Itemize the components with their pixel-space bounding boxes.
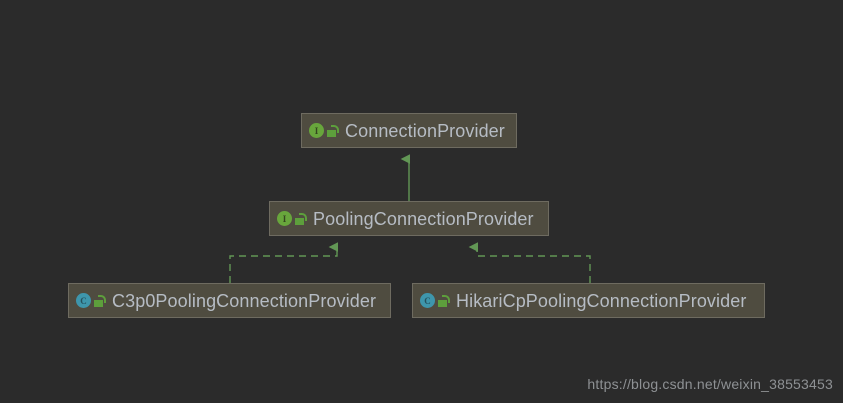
interface-icon: I <box>309 123 324 138</box>
uml-node-hikaricp-pooling-connection-provider[interactable]: C HikariCpPoolingConnectionProvider <box>412 283 765 318</box>
uml-node-pooling-connection-provider[interactable]: I PoolingConnectionProvider <box>269 201 549 236</box>
public-lock-icon <box>438 294 450 307</box>
edge-hikaricp-implements-pooling <box>468 242 591 283</box>
public-lock-icon <box>295 212 307 225</box>
uml-node-label: C3p0PoolingConnectionProvider <box>112 290 377 311</box>
public-lock-icon <box>327 124 339 137</box>
interface-icon: I <box>277 211 292 226</box>
uml-node-label: PoolingConnectionProvider <box>313 208 534 229</box>
watermark-text: https://blog.csdn.net/weixin_38553453 <box>587 376 833 392</box>
class-icon: C <box>76 293 91 308</box>
uml-node-label: HikariCpPoolingConnectionProvider <box>456 290 747 311</box>
uml-node-c3p0-pooling-connection-provider[interactable]: C C3p0PoolingConnectionProvider <box>68 283 391 318</box>
public-lock-icon <box>94 294 106 307</box>
uml-node-label: ConnectionProvider <box>345 120 505 141</box>
uml-node-connection-provider[interactable]: I ConnectionProvider <box>301 113 517 148</box>
class-icon: C <box>420 293 435 308</box>
edge-c3p0-implements-pooling <box>229 242 339 283</box>
